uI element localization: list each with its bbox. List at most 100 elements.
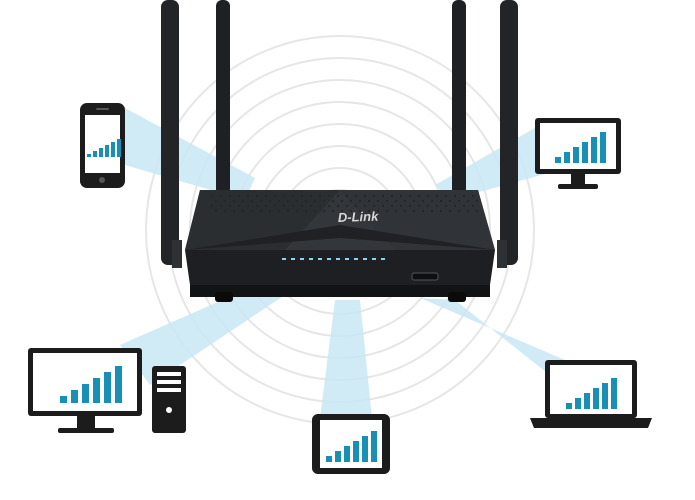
tablet-device (312, 414, 390, 474)
vent-hole (354, 204, 358, 208)
vent-hole (214, 199, 218, 203)
vent-hole (462, 204, 466, 208)
vent-hole (291, 194, 295, 198)
vent-hole (255, 204, 259, 208)
status-led (318, 258, 322, 260)
vent-hole (381, 204, 385, 208)
vent-hole (403, 199, 407, 203)
vent-hole (372, 204, 376, 208)
vent-hole (354, 194, 358, 198)
status-led (291, 258, 295, 260)
vent-hole (327, 194, 331, 198)
vent-hole (304, 199, 308, 203)
vent-hole (381, 194, 385, 198)
vent-hole (336, 194, 340, 198)
vent-hole (435, 204, 439, 208)
laptop-signal-bars (566, 378, 617, 409)
vent-hole (295, 209, 299, 213)
vent-hole (282, 204, 286, 208)
vent-hole (255, 194, 259, 198)
signal-bar (82, 384, 89, 403)
vent-hole (246, 204, 250, 208)
vent-hole (313, 209, 317, 213)
vent-hole (295, 199, 299, 203)
vent-hole (259, 209, 263, 213)
vent-hole (412, 199, 416, 203)
vent-hole (304, 209, 308, 213)
vent-hole (340, 209, 344, 213)
signal-bar (593, 388, 599, 409)
vent-hole (286, 199, 290, 203)
vent-hole (376, 209, 380, 213)
vent-hole (430, 199, 434, 203)
signal-bar (582, 142, 588, 163)
vent-hole (349, 209, 353, 213)
status-led (363, 258, 367, 260)
signal-bar (611, 378, 617, 409)
vent-hole (430, 209, 434, 213)
vent-hole (448, 209, 452, 213)
vent-hole (223, 209, 227, 213)
vent-hole (313, 199, 317, 203)
router-front (185, 250, 495, 285)
vent-hole (228, 204, 232, 208)
vent-hole (390, 194, 394, 198)
router-brand-logo: D-Link (338, 209, 380, 225)
status-led (336, 258, 340, 260)
vent-hole (444, 204, 448, 208)
signal-bar (99, 148, 103, 157)
vent-hole (385, 209, 389, 213)
vent-hole (399, 204, 403, 208)
vent-hole (318, 194, 322, 198)
vent-hole (466, 209, 470, 213)
vent-hole (309, 194, 313, 198)
vent-hole (466, 199, 470, 203)
laptop-device (530, 360, 652, 428)
vent-hole (336, 204, 340, 208)
signal-bar (93, 151, 97, 157)
signal-bar (104, 372, 111, 403)
vent-hole (453, 204, 457, 208)
vent-hole (349, 199, 353, 203)
vent-hole (399, 194, 403, 198)
vent-hole (232, 199, 236, 203)
vent-hole (318, 204, 322, 208)
vent-hole (327, 204, 331, 208)
signal-bar (115, 366, 122, 403)
antenna-front-right (500, 0, 518, 265)
status-led (345, 258, 349, 260)
vent-hole (259, 199, 263, 203)
vent-hole (439, 209, 443, 213)
vent-hole (309, 204, 313, 208)
vent-hole (462, 194, 466, 198)
vent-hole (277, 199, 281, 203)
status-led (354, 258, 358, 260)
vent-hole (403, 209, 407, 213)
signal-bar (602, 383, 608, 409)
signal-bar (60, 396, 67, 403)
signal-bar (93, 378, 100, 403)
vent-hole (300, 194, 304, 198)
vent-hole (390, 204, 394, 208)
signal-bar (573, 147, 579, 163)
vent-hole (421, 199, 425, 203)
vent-hole (471, 204, 475, 208)
router-status-leds (282, 258, 385, 260)
desktop-computer-device (28, 348, 186, 433)
vent-hole (331, 209, 335, 213)
signal-bar (87, 154, 91, 157)
status-led (282, 258, 286, 260)
signal-bar (117, 139, 121, 157)
vent-hole (322, 209, 326, 213)
status-led (327, 258, 331, 260)
vent-hole (448, 199, 452, 203)
vent-hole (241, 199, 245, 203)
vent-hole (237, 194, 241, 198)
vent-hole (219, 194, 223, 198)
vent-hole (273, 194, 277, 198)
signal-bar (584, 393, 590, 409)
router-usb-port (411, 272, 439, 281)
status-led (372, 258, 376, 260)
vent-hole (345, 194, 349, 198)
